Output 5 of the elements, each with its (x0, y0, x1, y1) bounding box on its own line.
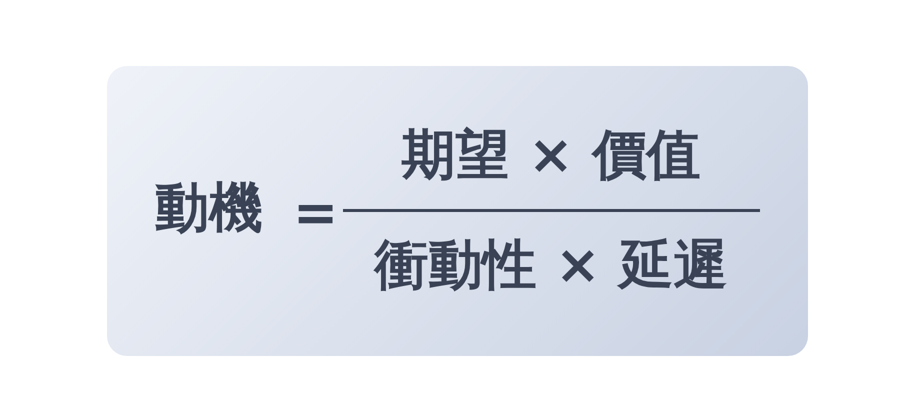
equals-sign: = (293, 186, 338, 240)
formula-card (107, 66, 808, 356)
formula-term: 動機 (155, 181, 263, 235)
denominator: 衝動性 × 延遲 (374, 238, 728, 292)
numerator: 期望 × 價值 (402, 128, 700, 182)
